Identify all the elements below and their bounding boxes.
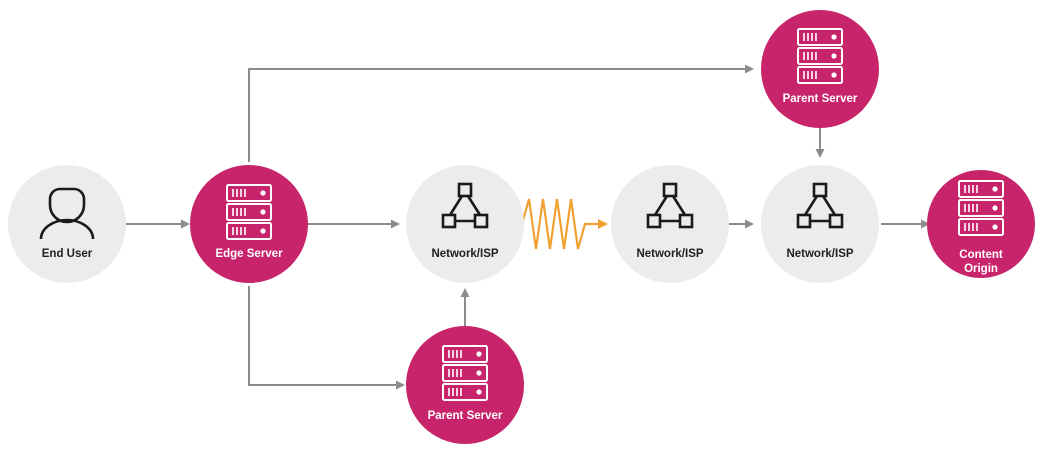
node-network-isp-2: Network/ISP xyxy=(611,165,729,283)
user-icon xyxy=(39,187,95,240)
node-network-isp-3: Network/ISP xyxy=(761,165,879,283)
content-origin-label-line1: Content xyxy=(959,249,1003,261)
arrowhead-edge-to-parent-bottom xyxy=(396,380,405,390)
arrowhead-edge-to-isp1 xyxy=(391,219,400,229)
connector-edge-to-parent-top xyxy=(248,68,746,162)
network-isp-3-label: Network/ISP xyxy=(786,248,853,260)
arrowhead-parent-top-to-isp3 xyxy=(815,149,825,158)
node-content-origin: Content Origin xyxy=(927,170,1035,278)
end-user-circle xyxy=(8,165,126,283)
network-isp-3-circle xyxy=(761,165,879,283)
node-edge-server: Edge Server xyxy=(190,165,308,283)
node-end-user: End User xyxy=(8,165,126,283)
arrowhead-parent-bottom-to-isp1 xyxy=(460,288,470,297)
node-parent-server-top: Parent Server xyxy=(761,10,879,128)
connectors xyxy=(126,64,930,390)
edge-server-label: Edge Server xyxy=(215,248,283,260)
latency-wave-icon xyxy=(520,198,598,250)
latency-zigzag-connector xyxy=(520,198,608,250)
network-isp-2-circle xyxy=(611,165,729,283)
network-isp-1-label: Network/ISP xyxy=(431,248,498,260)
content-origin-label-line2: Origin xyxy=(964,263,998,275)
latency-arrowhead xyxy=(598,219,608,229)
node-parent-server-bottom: Parent Server xyxy=(406,326,524,444)
network-isp-2-label: Network/ISP xyxy=(636,248,703,260)
connector-edge-to-parent-bottom xyxy=(248,286,397,386)
parent-server-bottom-label: Parent Server xyxy=(428,410,503,422)
end-user-label: End User xyxy=(42,248,93,260)
arrowhead-isp2-to-isp3 xyxy=(745,219,754,229)
arrowhead-isp3-to-origin xyxy=(921,219,930,229)
content-origin-circle xyxy=(927,170,1035,278)
arrowhead-edge-to-parent-top xyxy=(745,64,754,74)
node-network-isp-1: Network/ISP xyxy=(406,165,524,283)
parent-server-top-label: Parent Server xyxy=(783,93,858,105)
parent-server-top-circle xyxy=(761,10,879,128)
network-isp-1-circle xyxy=(406,165,524,283)
arrowhead-user-to-edge xyxy=(181,219,190,229)
